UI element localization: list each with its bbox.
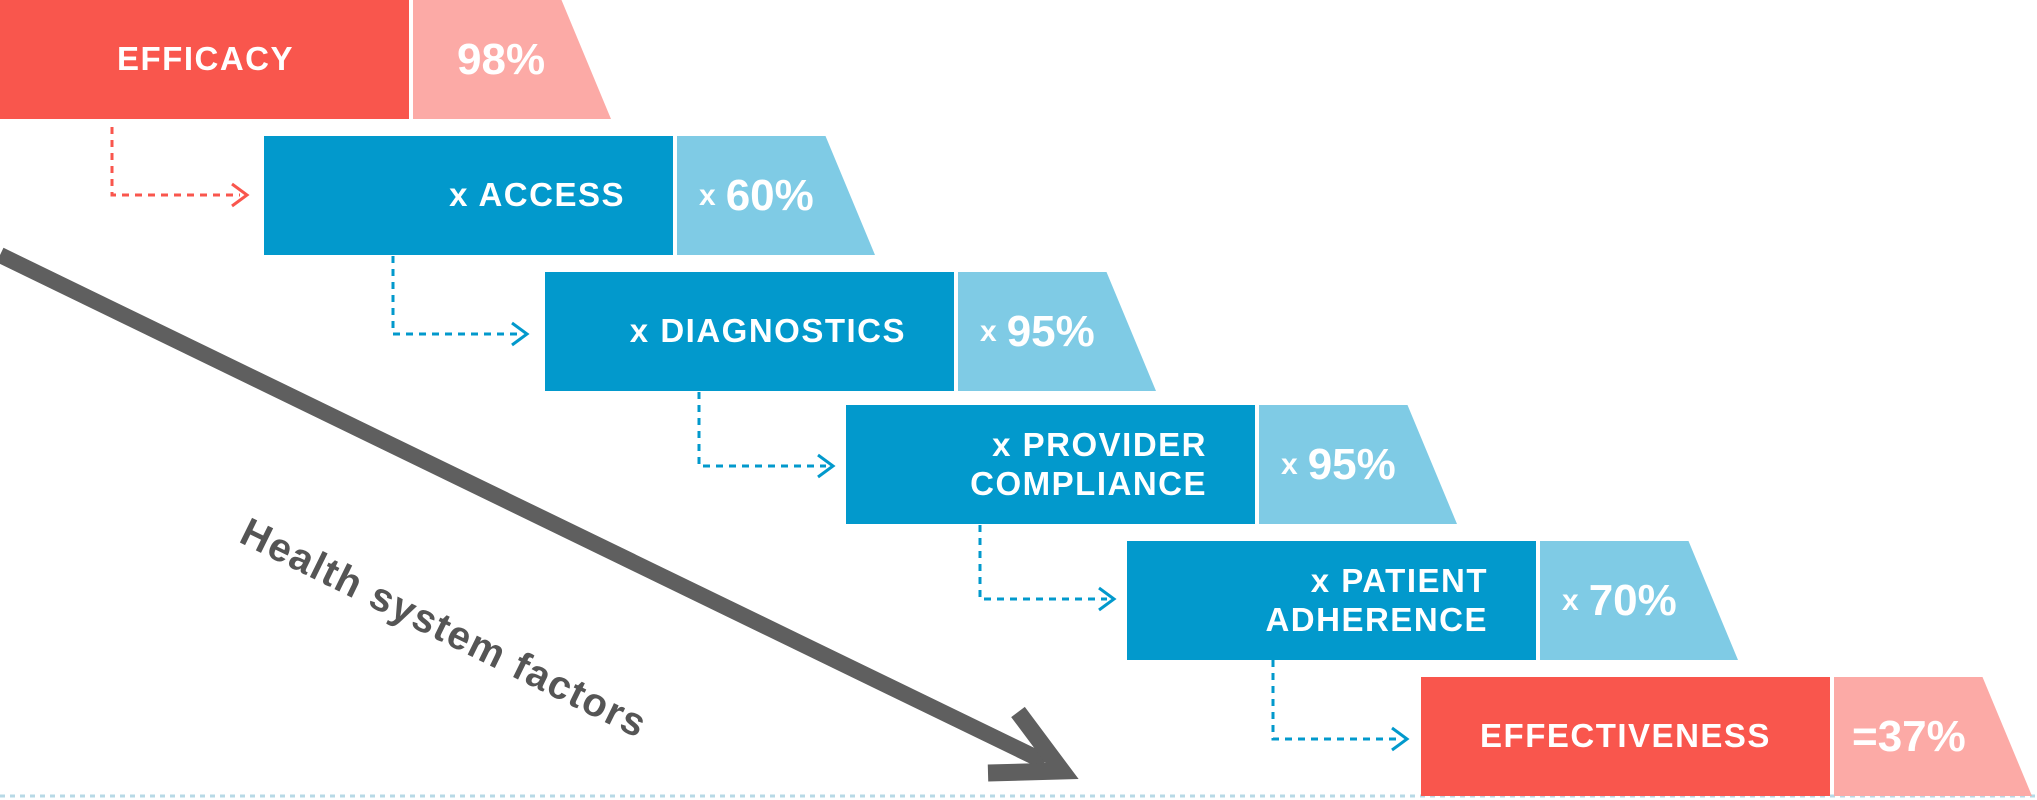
step-access-value: 60%	[725, 170, 814, 220]
step-effectiveness-label-text: EFFECTIVENESS	[1480, 717, 1771, 755]
step-diagnostics-label-text: x DIAGNOSTICS	[629, 312, 906, 350]
connector-diagnostics-provider	[697, 392, 826, 468]
connector-patient-effectiveness	[1271, 660, 1400, 741]
step-effectiveness-value: =37%	[1852, 711, 1966, 761]
step-effectiveness-label: EFFECTIVENESS	[1421, 677, 1830, 796]
step-access-label: x ACCESS	[264, 136, 673, 255]
step-provider-compliance-line-2: COMPLIANCE	[970, 464, 1207, 502]
arrowhead-effectiveness	[1391, 726, 1410, 752]
step-provider-compliance-label-text: x PROVIDER COMPLIANCE	[970, 426, 1207, 504]
step-patient-adherence-label-text: x PATIENT ADHERENCE	[1265, 562, 1488, 640]
arrowhead-provider	[817, 453, 836, 479]
connector-access-diagnostics	[391, 256, 520, 336]
step-patient-adherence-line-1: x PATIENT	[1310, 561, 1488, 599]
step-patient-adherence-value: 70%	[1588, 575, 1677, 625]
step-provider-compliance-value: 95%	[1307, 439, 1396, 489]
step-provider-compliance-line-1: x PROVIDER	[992, 425, 1207, 463]
connector-efficacy-access	[110, 127, 240, 197]
step-access-label-text: x ACCESS	[449, 176, 625, 214]
step-efficacy-value: 98%	[457, 34, 546, 84]
step-diagnostics-value: 95%	[1006, 306, 1095, 356]
trend-arrow-shaft	[0, 247, 1049, 770]
step-diagnostics-label: x DIAGNOSTICS	[545, 272, 954, 391]
step-patient-adherence-line-2: ADHERENCE	[1265, 600, 1488, 638]
step-patient-adherence-operator: x	[1562, 583, 1579, 617]
connector-provider-patient	[978, 525, 1107, 601]
step-efficacy-label-text: EFFICACY	[117, 40, 294, 78]
arrowhead-access	[231, 182, 250, 208]
step-provider-compliance-operator: x	[1281, 447, 1298, 481]
step-access-operator: x	[699, 178, 716, 212]
trend-arrow-head	[987, 706, 1079, 782]
step-patient-adherence-label: x PATIENT ADHERENCE	[1127, 541, 1536, 660]
arrowhead-diagnostics	[511, 321, 530, 347]
arrowhead-patient	[1098, 586, 1117, 612]
step-provider-compliance-label: x PROVIDER COMPLIANCE	[846, 405, 1255, 524]
step-efficacy-label: EFFICACY	[0, 0, 409, 119]
step-diagnostics-operator: x	[980, 314, 997, 348]
